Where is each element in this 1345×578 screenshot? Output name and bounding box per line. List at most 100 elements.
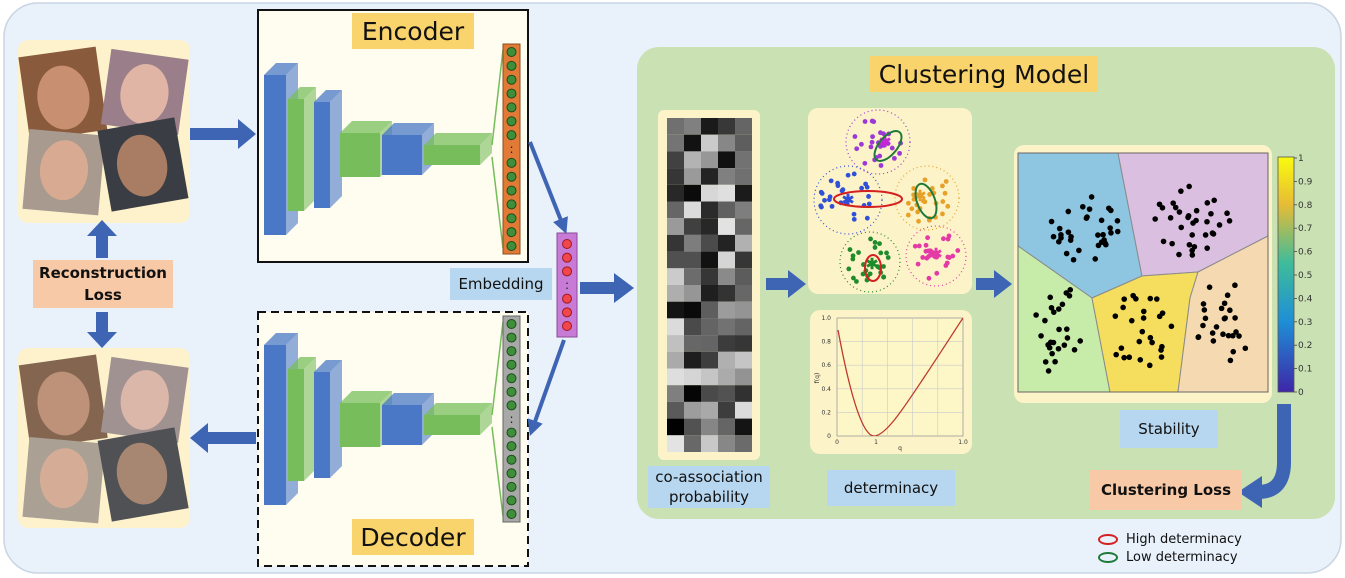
matrix-cell: [718, 318, 735, 336]
colorbar-ticklabel: 1: [1298, 154, 1304, 164]
node: [506, 373, 517, 384]
matrix-cell: [735, 251, 752, 269]
matrix-cell: [667, 351, 684, 369]
cluster-halo: [839, 231, 901, 293]
stability-point: [1088, 194, 1095, 200]
node: [506, 495, 517, 506]
layer-front-3: [340, 133, 380, 177]
arrow-reconstruction-down: [87, 312, 117, 348]
colorbar-ticklabel: 0.8: [1298, 201, 1313, 211]
cluster-point: [926, 275, 932, 281]
stability-point: [1128, 317, 1135, 324]
stability-point: [1049, 350, 1055, 357]
cluster-point: [878, 130, 883, 136]
cluster-point: [828, 178, 834, 184]
stability-point: [1140, 315, 1147, 321]
matrix-cell: [735, 351, 752, 369]
stability-point: [1158, 354, 1165, 360]
decoder-network: [264, 321, 504, 517]
matrix-cell: [701, 184, 718, 202]
matrix-cell: [667, 251, 684, 269]
matrix-cell: [701, 151, 718, 169]
layer-top-5: [424, 403, 492, 415]
layer-top-4: [382, 123, 434, 135]
stability-plot-border: [1017, 152, 1269, 393]
cluster-point: [872, 240, 878, 245]
matrix-cell: [701, 118, 718, 135]
stability-point: [1191, 243, 1198, 250]
stability-point: [1084, 214, 1090, 220]
matrix-cell: [735, 301, 752, 319]
reconstruction-loss-line1: Reconstruction: [39, 264, 167, 282]
stability-point: [1050, 233, 1057, 240]
matrix-cell: [701, 251, 718, 269]
stability-point: [1056, 326, 1062, 333]
stability-point: [1046, 344, 1053, 351]
arrow-reconstruction-up: [87, 220, 117, 258]
layer-front-1: [288, 369, 304, 481]
stability-point: [1221, 300, 1228, 307]
stability-point: [1213, 324, 1220, 330]
cluster-point: [854, 146, 860, 152]
matrix-cell: [667, 134, 684, 152]
cluster-point: [835, 183, 841, 189]
stability-point: [1195, 334, 1202, 341]
node: [506, 441, 517, 452]
stability-point: [1178, 188, 1184, 194]
stability-point: [1056, 238, 1062, 245]
node: [562, 307, 572, 318]
colorbar-ticklabel: 0.1: [1298, 365, 1312, 375]
cluster-point: [862, 160, 868, 166]
matrix-cell: [701, 418, 718, 436]
matrix-cell: [701, 401, 718, 419]
stability-point: [1227, 307, 1233, 314]
cluster-point: [955, 248, 961, 253]
stability-point: [1232, 315, 1238, 321]
cluster-point: [940, 183, 945, 189]
stability-point: [1136, 338, 1143, 345]
matrix-cell: [718, 335, 735, 352]
cluster-point: [845, 172, 851, 178]
node: [506, 509, 517, 519]
stability-point: [1230, 348, 1237, 355]
node: [506, 386, 517, 397]
cluster-point: [866, 194, 871, 199]
stability-point: [1186, 241, 1193, 248]
matrix-cell: [684, 335, 701, 352]
coassociation-matrix: [667, 118, 752, 452]
flow-arrows: [87, 119, 1012, 453]
high-determinacy-oval: [864, 254, 882, 282]
plot-xlabel: q: [898, 445, 902, 452]
cluster-scatter: ✱✱✱✱✱: [813, 109, 967, 293]
stability-point: [1204, 200, 1211, 206]
cluster-point: [878, 250, 884, 256]
matrix-cell: [667, 184, 684, 202]
cluster-point: [840, 187, 846, 193]
matrix-cell: [667, 385, 684, 402]
stability-point: [1176, 251, 1182, 258]
stability-point: [1208, 210, 1214, 217]
stability-point: [1152, 216, 1158, 222]
layer-front-4: [382, 405, 422, 445]
layer-top-0: [264, 333, 298, 345]
stability-point: [1149, 339, 1155, 346]
matrix-cell: [718, 301, 735, 319]
matrix-cell: [735, 335, 752, 352]
matrix-cell: [718, 251, 735, 269]
stability-point: [1102, 240, 1109, 247]
matrix-cell: [667, 234, 684, 252]
stability-point: [1100, 231, 1106, 238]
cluster-point: [877, 241, 882, 247]
ellipsis-dots: :: [509, 142, 513, 156]
cluster-point: [909, 206, 915, 212]
matrix-cell: [701, 318, 718, 336]
matrix-cell: [667, 435, 684, 452]
layer-top-1: [288, 87, 316, 99]
stability-point: [1147, 334, 1154, 341]
stability-point: [1230, 332, 1236, 339]
matrix-cell: [667, 151, 684, 169]
stability-point: [1200, 322, 1206, 329]
cluster-point: [878, 163, 884, 168]
matrix-cell: [735, 268, 752, 285]
cluster-point: [864, 215, 870, 221]
